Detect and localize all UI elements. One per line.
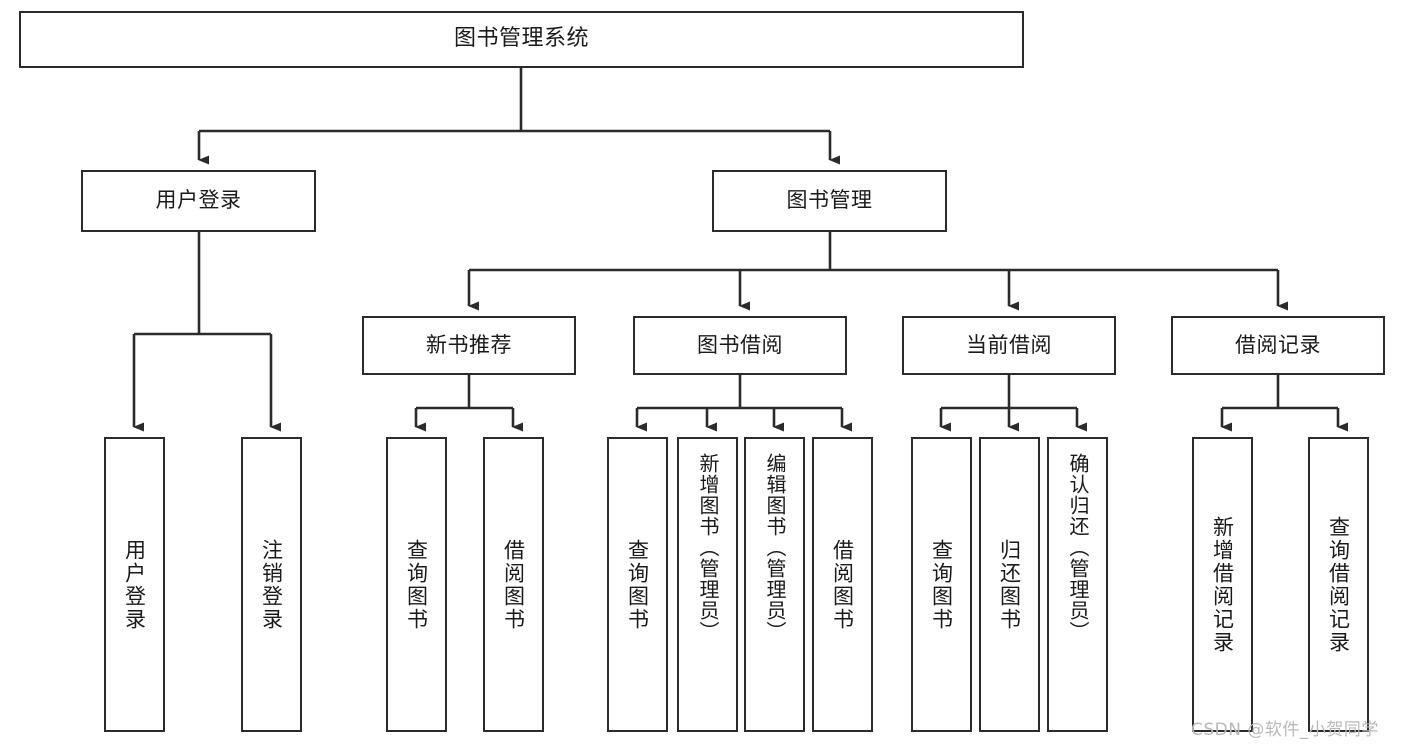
node-label: 图书借阅 [697, 332, 783, 357]
node-label: 用户登录 [122, 538, 147, 631]
node-label: 查询图书 [929, 538, 954, 631]
leaf-borrow-add-book-admin[interactable]: 新增图书（管理员） [677, 437, 738, 732]
node-label: 确认归还（管理员） [1066, 453, 1090, 642]
leaf-borrow-borrow-book[interactable]: 借阅图书 [812, 437, 873, 732]
node-label: 用户登录 [155, 188, 242, 213]
node-current-borrowing[interactable]: 当前借阅 [902, 316, 1116, 375]
leaf-user-logout[interactable]: 注销登录 [241, 437, 302, 732]
node-user-login[interactable]: 用户登录 [81, 170, 316, 232]
node-label: 图书管理 [786, 188, 873, 213]
node-label: 查询图书 [625, 538, 650, 631]
node-label: 新增借阅记录 [1210, 515, 1235, 654]
node-label: 查询借阅记录 [1326, 515, 1351, 654]
leaf-borrow-query-book[interactable]: 查询图书 [607, 437, 668, 732]
node-book-management[interactable]: 图书管理 [712, 170, 947, 232]
node-label: 新书推荐 [426, 332, 512, 357]
node-label: 借阅图书 [830, 538, 855, 631]
node-label: 查询图书 [404, 538, 429, 631]
node-label: 借阅图书 [501, 538, 526, 631]
node-label: 图书管理系统 [453, 26, 589, 52]
node-label: 归还图书 [997, 538, 1022, 631]
leaf-record-query-borrow-record[interactable]: 查询借阅记录 [1308, 437, 1369, 732]
leaf-current-confirm-return-admin[interactable]: 确认归还（管理员） [1047, 437, 1108, 732]
node-borrow-records[interactable]: 借阅记录 [1171, 316, 1385, 375]
leaf-record-add-borrow-record[interactable]: 新增借阅记录 [1192, 437, 1253, 732]
node-new-book-recommendation[interactable]: 新书推荐 [362, 316, 576, 375]
leaf-user-login[interactable]: 用户登录 [104, 437, 165, 732]
leaf-borrow-edit-book-admin[interactable]: 编辑图书（管理员） [744, 437, 805, 732]
leaf-current-query-book[interactable]: 查询图书 [911, 437, 972, 732]
node-label: 编辑图书（管理员） [763, 453, 787, 642]
leaf-recommend-query-book[interactable]: 查询图书 [386, 437, 447, 732]
node-label: 当前借阅 [966, 332, 1052, 357]
watermark-text: CSDN @软件_小贺同学 [1191, 720, 1379, 740]
node-label: 新增图书（管理员） [696, 453, 720, 642]
node-label: 注销登录 [259, 538, 284, 631]
node-book-borrowing[interactable]: 图书借阅 [633, 316, 847, 375]
leaf-recommend-borrow-book[interactable]: 借阅图书 [483, 437, 544, 732]
node-label: 借阅记录 [1235, 332, 1321, 357]
node-root-book-management-system[interactable]: 图书管理系统 [19, 11, 1024, 68]
leaf-current-return-book[interactable]: 归还图书 [979, 437, 1040, 732]
